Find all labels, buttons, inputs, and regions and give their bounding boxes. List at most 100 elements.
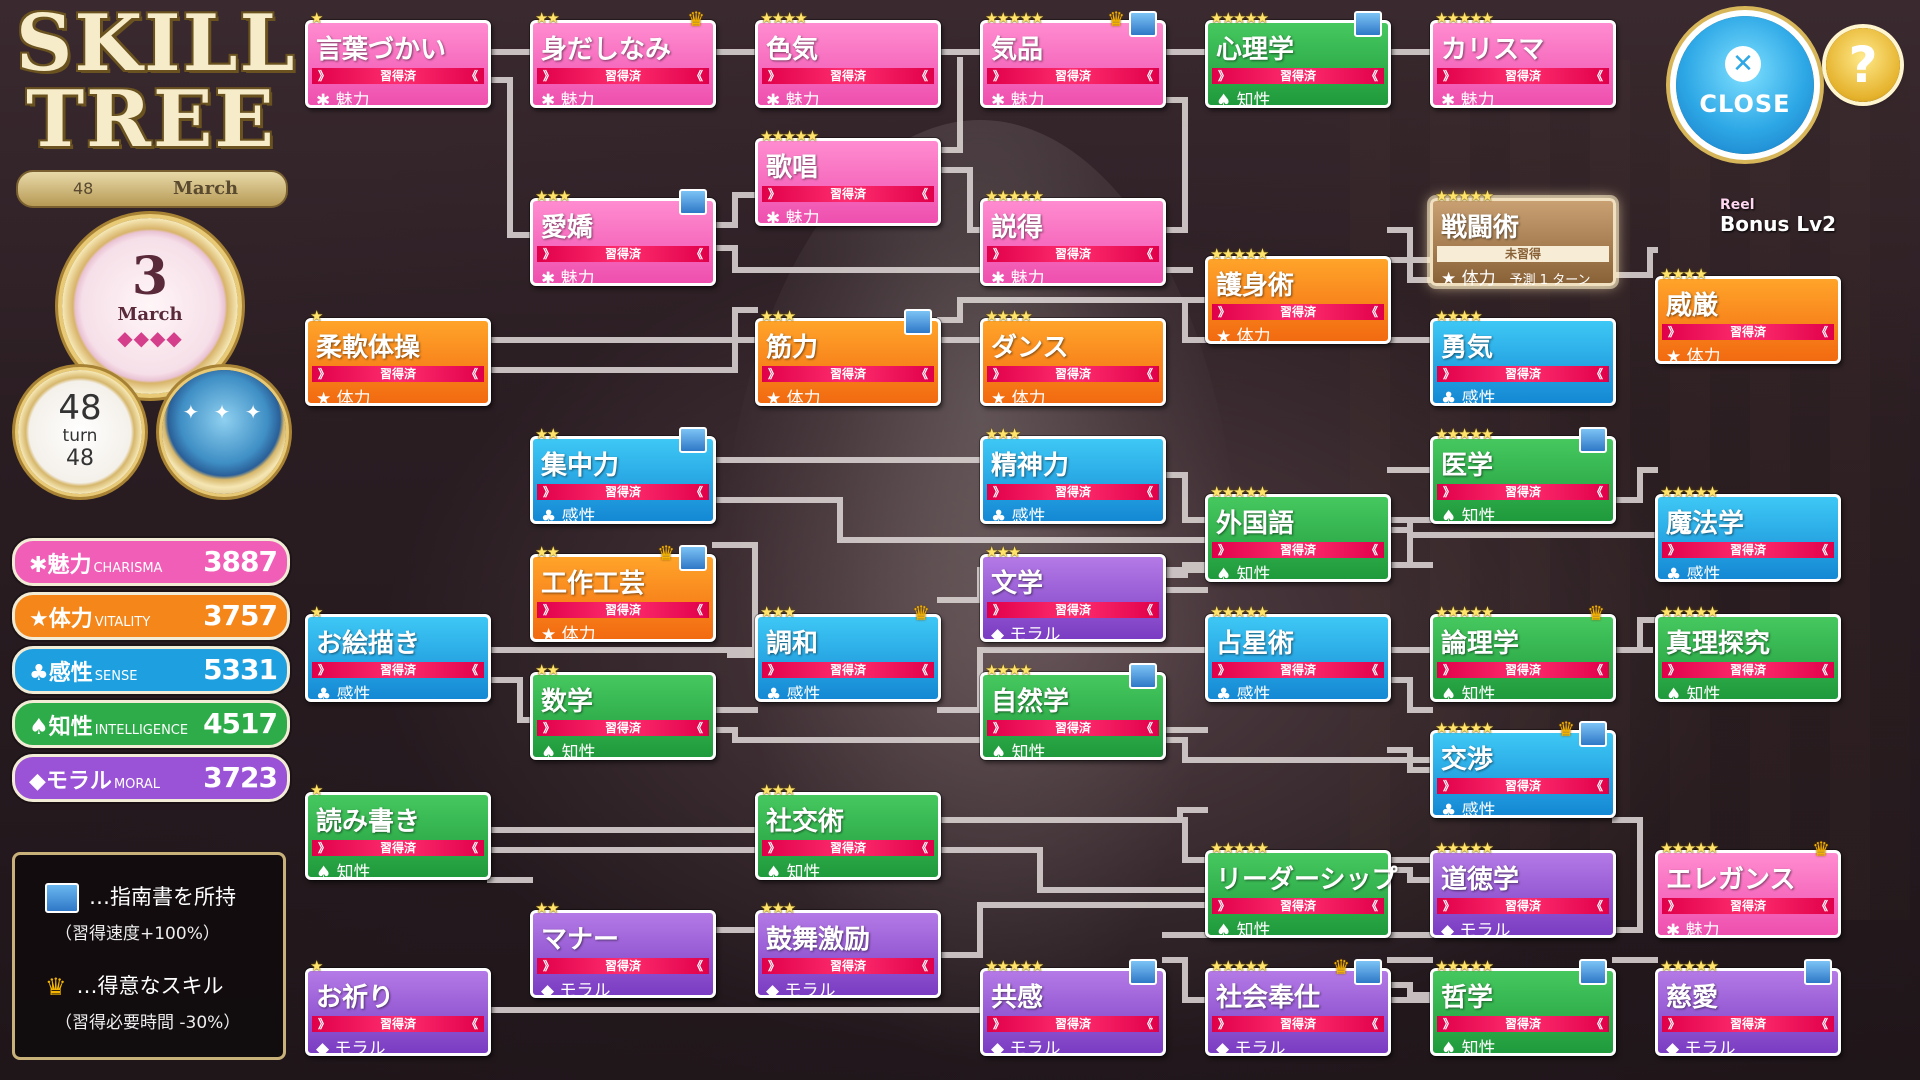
skill-card-shakaihoshi[interactable]: ★★★★★社会奉仕習得済◆ モラル♛ [1205, 955, 1391, 1059]
skill-category: ★ 体力 [316, 384, 371, 409]
skill-card-mahogaku[interactable]: ★★★★★魔法学習得済♣ 感性 [1655, 483, 1841, 585]
skill-status: 習得済 [537, 602, 709, 618]
skill-card-kosakukogei[interactable]: ★★工作工芸習得済★ 体力♛ [530, 541, 716, 645]
guidebook-icon [1129, 11, 1157, 37]
skill-name: 身だしなみ [541, 35, 672, 65]
skill-card-dotokugaku[interactable]: ★★★★★道徳学習得済◆ モラル [1430, 839, 1616, 941]
skill-stars: ★★★★★ [1660, 839, 1719, 857]
skill-name: 言葉づかい [316, 35, 447, 65]
skill-card-aikyo[interactable]: ★★★愛嬌習得済✱ 魅力 [530, 187, 716, 289]
skill-name: 戦闘術 [1441, 213, 1520, 243]
constellation-medal: ✦ ✦ ✦ [162, 370, 286, 494]
skill-category: ★ 体力 [541, 620, 596, 645]
skill-card-igaku[interactable]: ★★★★★医学習得済♠ 知性 [1430, 425, 1616, 527]
skill-card-kyokan[interactable]: ★★★★★共感習得済◆ モラル [980, 957, 1166, 1059]
close-icon: ✕ [1725, 46, 1761, 82]
skill-card-bungaku[interactable]: ★★★文学習得済◆ モラル [980, 543, 1166, 645]
skill-card-dance[interactable]: ★★★★ダンス習得済★ 体力 [980, 307, 1166, 409]
guidebook-icon [679, 189, 707, 215]
skill-card-seishinryoku[interactable]: ★★★精神力習得済♣ 感性 [980, 425, 1166, 527]
skill-card-yomikaki[interactable]: ★読み書き習得済♠ 知性 [305, 781, 491, 883]
date-medal: 3 March ◆◆◆◆ [62, 218, 238, 394]
skill-category-text: ✱ 魅力 [991, 91, 1045, 111]
skill-category: ♠ 知性 [1216, 916, 1271, 941]
skill-card-goshinjutsu[interactable]: ★★★★★護身術習得済★ 体力 [1205, 245, 1391, 347]
skill-card-kasho[interactable]: ★★★★★歌唱習得済✱ 魅力 [755, 127, 941, 229]
reel-bonus: Reel Bonus Lv2 [1720, 198, 1836, 236]
skill-card-junantaiso[interactable]: ★柔軟体操習得済★ 体力 [305, 307, 491, 409]
close-button[interactable]: ✕ CLOSE [1676, 16, 1814, 154]
skill-card-shinritankyu[interactable]: ★★★★★真理探究習得済♠ 知性 [1655, 603, 1841, 705]
skill-status: 習得済 [762, 366, 934, 382]
skill-category-text: ✱ 魅力 [541, 269, 595, 289]
skill-card-oekaki[interactable]: ★お絵描き習得済♣ 感性 [305, 603, 491, 705]
turn-remaining: 48 [66, 446, 94, 471]
skill-card-kihin[interactable]: ★★★★★気品習得済✱ 魅力♛ [980, 7, 1166, 111]
skill-card-sugaku[interactable]: ★★数学習得済♠ 知性 [530, 661, 716, 763]
skill-card-manner[interactable]: ★★マナー習得済◆ モラル [530, 899, 716, 1001]
skill-card-kobugekirei[interactable]: ★★★鼓舞激励習得済◆ モラル [755, 899, 941, 1001]
skill-name: 医学 [1441, 451, 1494, 481]
skill-status: 習得済 [1662, 324, 1834, 340]
guidebook-icon [679, 427, 707, 453]
skill-name: 愛嬌 [541, 213, 594, 243]
skill-category-text: ✱ 魅力 [991, 269, 1045, 289]
skill-stars: ★★★★★ [985, 957, 1044, 975]
help-button[interactable]: ? [1826, 28, 1900, 102]
skill-stars: ★★★★★ [1435, 9, 1494, 27]
stat-sub: VITALITY [94, 615, 151, 630]
calendar-strip: 48 March [16, 170, 288, 208]
skill-category: ♠ 知性 [1666, 680, 1721, 705]
skill-category: ♣ 感性 [316, 680, 371, 705]
skill-card-settoku[interactable]: ★★★★★説得習得済✱ 魅力 [980, 187, 1166, 289]
skill-card-shizengaku[interactable]: ★★★★自然学習得済♠ 知性 [980, 661, 1166, 763]
skill-category: ♠ 知性 [1441, 1034, 1496, 1059]
skill-card-shuchuryoku[interactable]: ★★集中力習得済♣ 感性 [530, 425, 716, 527]
skill-card-ronrigaku[interactable]: ★★★★★論理学習得済♠ 知性♛ [1430, 601, 1616, 705]
skill-card-kotobazukai[interactable]: ★言葉づかい習得済✱ 魅力 [305, 9, 491, 111]
skill-stars: ★ [310, 781, 324, 799]
skill-card-igen[interactable]: ★★★★威厳習得済★ 体力 [1655, 265, 1841, 367]
skill-card-jiai[interactable]: ★★★★★慈愛習得済◆ モラル [1655, 957, 1841, 1059]
skill-name: 勇気 [1441, 333, 1494, 363]
skill-category: ♣ 感性 [1216, 680, 1271, 705]
skill-card-chowa[interactable]: ★★★調和習得済♣ 感性♛ [755, 601, 941, 705]
skill-card-sentojutsu[interactable]: ★★★★★戦闘術未習得★ 体力予測 1 ターン [1430, 187, 1616, 289]
skill-card-yuki[interactable]: ★★★★勇気習得済♣ 感性 [1430, 307, 1616, 409]
skill-name: 集中力 [541, 451, 620, 481]
skill-status: 習得済 [762, 186, 934, 202]
close-label: CLOSE [1699, 90, 1791, 118]
skill-card-midashinami[interactable]: ★★身だしなみ習得済✱ 魅力♛ [530, 7, 716, 111]
skill-status: 習得済 [987, 366, 1159, 382]
skill-card-gaikokugo[interactable]: ★★★★★外国語習得済♠ 知性 [1205, 483, 1391, 585]
turn-value: 48 [58, 388, 102, 428]
skill-card-kinryoku[interactable]: ★★★筋力習得済★ 体力 [755, 307, 941, 409]
reel-bonus-tag: Reel [1720, 197, 1755, 213]
skill-status: 習得済 [1437, 68, 1609, 84]
title-line-1: SKILL [16, 0, 297, 89]
skill-card-iroke[interactable]: ★★★★色気習得済✱ 魅力 [755, 9, 941, 111]
skill-category: ★ 体力 [766, 384, 821, 409]
skill-card-shinrigaku[interactable]: ★★★★★心理学習得済♠ 知性 [1205, 9, 1391, 111]
stat-value: 3757 [203, 599, 278, 632]
skill-category: ♠ 知性 [1216, 86, 1271, 111]
guidebook-icon [904, 309, 932, 335]
skill-status: 習得済 [762, 662, 934, 678]
skill-status: 習得済 [1662, 542, 1834, 558]
skill-card-elegance[interactable]: ★★★★★エレガンス習得済✱ 魅力♛ [1655, 837, 1841, 941]
skill-card-senseijutsu[interactable]: ★★★★★占星術習得済♣ 感性 [1205, 603, 1391, 705]
guidebook-icon [679, 545, 707, 571]
skill-card-leadership[interactable]: ★★★★★リーダーシップ習得済♠ 知性 [1205, 839, 1397, 941]
skill-card-shakojutsu[interactable]: ★★★社交術習得済♠ 知性 [755, 781, 941, 883]
skill-card-tetsugaku[interactable]: ★★★★★哲学習得済♠ 知性 [1430, 957, 1616, 1059]
skill-card-oinori[interactable]: ★お祈り習得済◆ モラル [305, 957, 491, 1059]
skill-card-charisma[interactable]: ★★★★★カリスマ習得済✱ 魅力 [1430, 9, 1616, 111]
skill-category: ✱ 魅力 [316, 86, 370, 111]
skill-status: 習得済 [1437, 662, 1609, 678]
skill-card-kosho[interactable]: ★★★★★交渉習得済♣ 感性♛ [1430, 717, 1616, 821]
skill-name: 交渉 [1441, 745, 1494, 775]
skill-category-text: ✱ 魅力 [1666, 921, 1720, 941]
skill-category-text: ★ 体力 [1216, 327, 1271, 347]
